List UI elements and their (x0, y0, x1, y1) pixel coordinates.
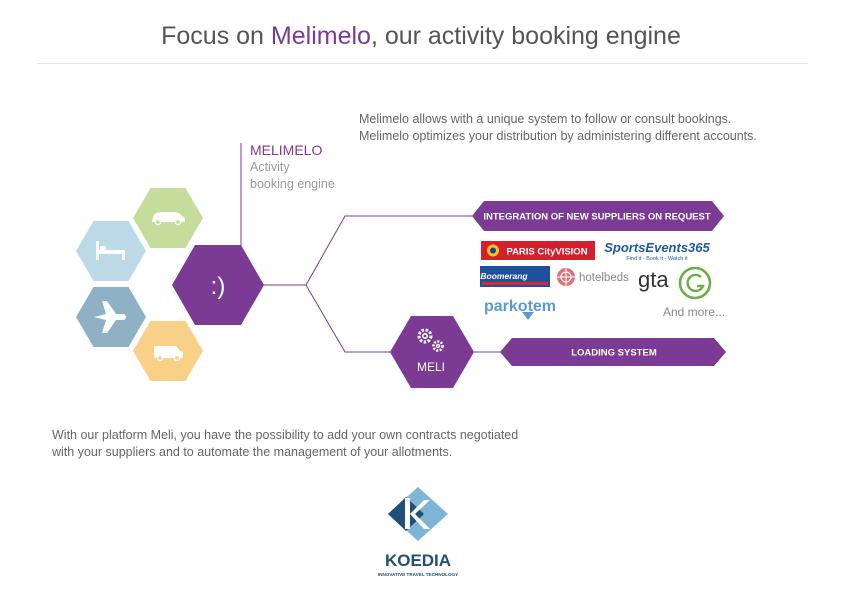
gears-icon (417, 328, 444, 352)
bottom-line-1: With our platform Meli, you have the pos… (52, 428, 519, 442)
integration-connector (305, 215, 472, 286)
parkotem-logo: parkotem (484, 298, 556, 320)
meli-connector (305, 284, 392, 353)
melimelo-name: MELIMELO (250, 142, 323, 158)
integration-banner-label: INTEGRATION OF NEW SUPPLIERS ON REQUEST (483, 212, 711, 223)
bottom-line-2: with your suppliers and to automate the … (52, 445, 453, 459)
bottom-description: With our platform Meli, you have the pos… (52, 427, 518, 461)
melimelo-subtitle-line-1: Activity (250, 160, 290, 174)
boomerang-logo: Boomerang (480, 266, 550, 287)
gta-logo: gta (638, 266, 712, 300)
loading-banner (500, 338, 726, 366)
integration-banner (472, 201, 724, 231)
gta-text: gta (638, 267, 669, 292)
title-divider (37, 63, 808, 64)
meli-hexagon (390, 316, 474, 388)
sportsevents365-tagline: Find it - Book it - Watch it (626, 256, 688, 262)
intro-line-1: Melimelo allows with a unique system to … (359, 112, 732, 126)
koedia-tagline: INNOVATIVE TRAVEL TECHNOLOGY (378, 572, 458, 577)
koedia-logo: KOEDIA INNOVATIVE TRAVEL TECHNOLOGY (378, 487, 458, 577)
van-icon (154, 346, 183, 362)
connector-lines (240, 143, 502, 353)
melimelo-subtitle: Activity booking engine (250, 159, 335, 192)
melimelo-label: MELIMELO Activity booking engine (250, 141, 335, 192)
boomerang-text: Boomerang (480, 271, 528, 281)
hotelbeds-logo: hotelbeds (557, 268, 629, 286)
melimelo-subtitle-line-2: booking engine (250, 176, 335, 191)
koedia-wordmark: KOEDIA (385, 551, 451, 570)
title-suffix: , our activity booking engine (370, 22, 681, 50)
title-prefix: Focus on (161, 22, 271, 50)
paris-cityvision-text: PARIS CityVISION (506, 247, 587, 258)
intro-text: Melimelo allows with a unique system to … (359, 111, 757, 145)
title-brand: Melimelo (270, 22, 371, 50)
paris-cityvision-logo: PARIS CityVISION (481, 241, 595, 260)
parkotem-text: parkotem (484, 298, 556, 315)
and-more-text: And more... (663, 305, 725, 319)
sportsevents365-logo: SportsEvents365 Find it - Book it - Watc… (604, 240, 710, 262)
plane-icon (94, 301, 126, 333)
smiley-text: :) (211, 273, 226, 300)
intro-line-2: Melimelo optimizes your distribution by … (359, 129, 757, 143)
melimelo-hexagon (172, 245, 264, 325)
sportsevents365-text: SportsEvents365 (604, 240, 710, 255)
loading-banner-label: LOADING SYSTEM (571, 348, 657, 359)
bed-icon (96, 241, 125, 260)
meli-label: MELI (417, 360, 445, 374)
hotelbeds-text: hotelbeds (579, 272, 629, 284)
page-title: Focus on Melimelo, our activity booking … (0, 22, 842, 51)
car-icon (152, 212, 185, 226)
